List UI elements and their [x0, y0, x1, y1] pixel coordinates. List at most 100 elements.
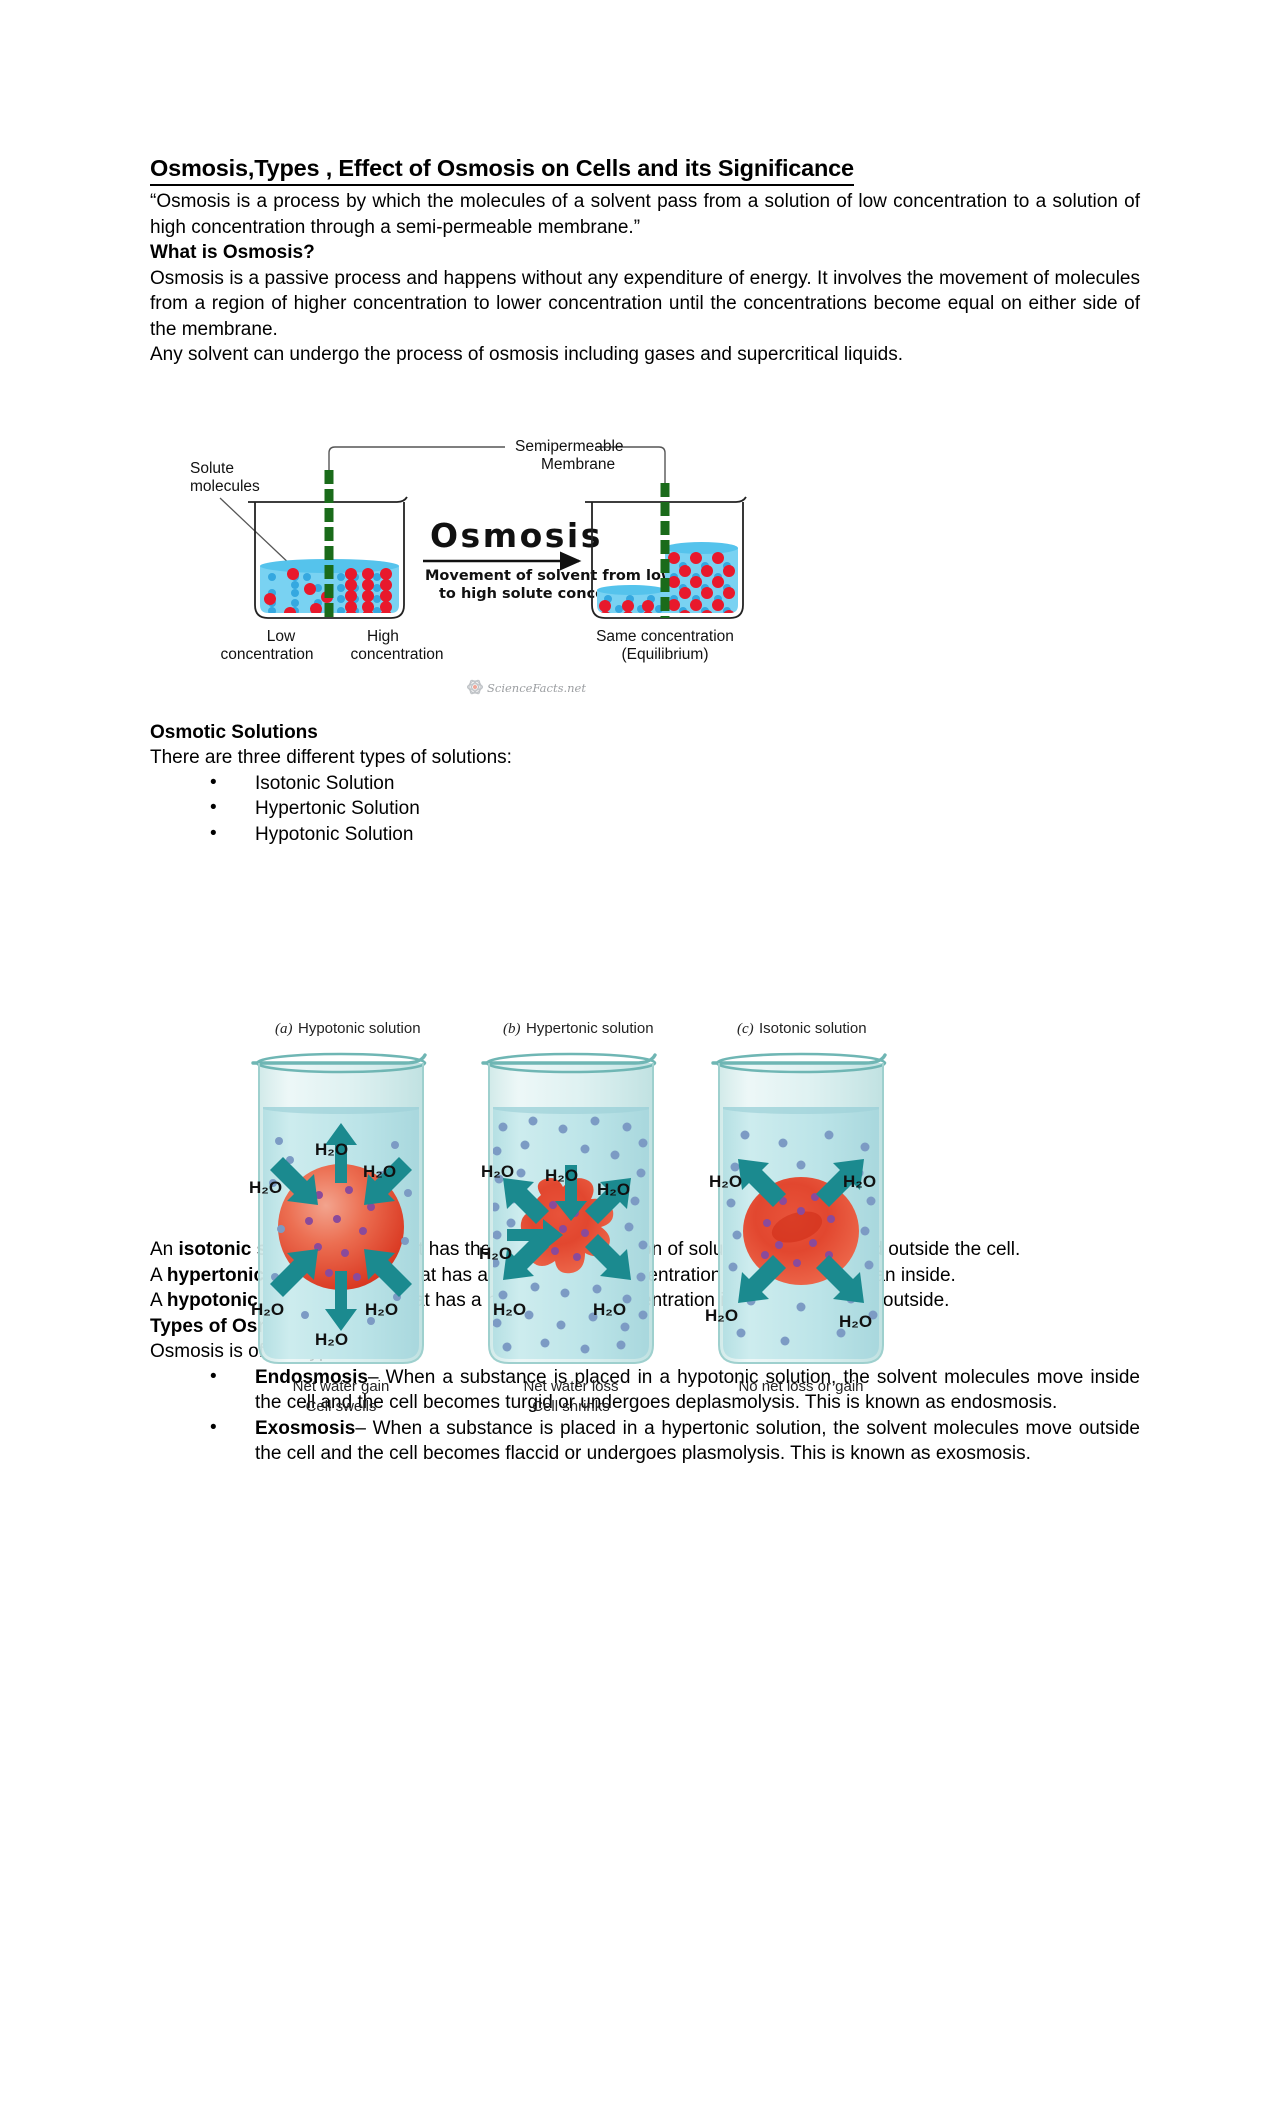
membrane-leader-line-right	[597, 446, 666, 485]
beaker-b-surface	[493, 1107, 649, 1114]
h2o-label: H₂O	[479, 1244, 512, 1263]
h2o-label: H₂O	[365, 1300, 398, 1319]
beaker-a-surface	[263, 1107, 419, 1114]
solution-types-list: Isotonic Solution Hypertonic Solution Hy…	[150, 770, 1140, 848]
cell-a-solutes	[305, 1186, 377, 1281]
list-item: Endosmosis– When a substance is placed i…	[210, 1364, 1140, 1416]
h2o-label: H₂O	[493, 1300, 526, 1319]
solute-leader-line	[219, 497, 294, 568]
h2o-label: H₂O	[363, 1162, 396, 1181]
cell-normal-center	[771, 1211, 823, 1243]
list-item: Isotonic Solution	[210, 770, 1140, 797]
beaker-c-surface	[723, 1107, 879, 1114]
low-concentration-label-line1: Low	[267, 628, 296, 645]
panel-title-hypertonic: Hypertonic solution	[526, 1020, 654, 1037]
beaker-a-water-arrows	[270, 1123, 412, 1331]
definition-hypotonic-prefix: A	[150, 1290, 167, 1312]
h2o-label: H₂O	[481, 1162, 514, 1181]
list-item: Hypertonic Solution	[210, 795, 1140, 822]
beaker-b-water-arrows	[503, 1165, 631, 1280]
osmosis-type-body: – When a substance is placed in a hypoto…	[255, 1366, 1140, 1414]
paragraph-passive-process: Osmosis is a passive process and happens…	[150, 267, 1140, 340]
h2o-label: H₂O	[705, 1306, 738, 1325]
tonicity-panel-isotonic: (c) Isotonic solution	[705, 1020, 887, 1395]
beaker-b-outline	[488, 1063, 654, 1364]
panel-title-isotonic: Isotonic solution	[759, 1020, 867, 1037]
cell-c-solutes	[761, 1193, 835, 1267]
beaker-c-water-arrows	[738, 1159, 864, 1303]
h2o-label: H₂O	[251, 1300, 284, 1319]
beaker-right	[585, 483, 747, 619]
membrane-leader-line-left	[328, 446, 505, 471]
beaker-b-rim-ellipse	[485, 1052, 657, 1074]
beaker-right-water-surface-right	[665, 542, 738, 554]
high-concentration-label-line2: concentration	[350, 646, 443, 663]
beaker-c-h2o-labels: H₂O H₂O H₂O H₂O	[705, 1172, 876, 1331]
beaker-left	[248, 470, 408, 619]
beaker-b-rim	[481, 1053, 657, 1065]
h2o-label: H₂O	[839, 1312, 872, 1331]
tonicity-panel-hypotonic: (a) Hypotonic solution	[249, 1020, 427, 1415]
definition-isotonic-prefix: An	[150, 1239, 179, 1261]
definition-hypertonic-prefix: A	[150, 1264, 167, 1286]
beaker-right-particles	[599, 552, 735, 613]
paragraph-any-solvent: Any solvent can undergo the process of o…	[150, 344, 904, 366]
list-item: Exosmosis– When a substance is placed in…	[210, 1415, 1140, 1467]
cell-b-solutes	[549, 1201, 589, 1261]
beaker-right-rim	[585, 496, 747, 503]
heading-what-is-osmosis: What is Osmosis?	[150, 242, 315, 264]
beaker-c-outline	[718, 1063, 884, 1364]
h2o-label: H₂O	[597, 1180, 630, 1199]
document-body: Osmosis,Types , Effect of Osmosis on Cel…	[150, 155, 1140, 1467]
h2o-label: H₂O	[315, 1140, 348, 1159]
solute-molecules-label-line2: molecules	[190, 478, 260, 495]
beaker-b-h2o-labels: H₂O H₂O H₂O H₂O H₂O H₂O	[479, 1162, 630, 1319]
h2o-label: H₂O	[249, 1178, 282, 1197]
h2o-label: H₂O	[709, 1172, 742, 1191]
osmosis-subtitle-line1: Movement of solvent from low	[425, 568, 674, 584]
panel-tag-b: (b)	[503, 1021, 521, 1037]
same-concentration-label-line1: Same concentration	[596, 628, 734, 645]
osmosis-type-term: Endosmosis	[255, 1366, 368, 1388]
beaker-a-rim-ellipse	[255, 1052, 427, 1074]
beaker-left-particles	[264, 568, 392, 613]
beaker-a-outline	[258, 1063, 424, 1364]
osmosis-type-body: – When a substance is placed in a hypert…	[255, 1417, 1140, 1465]
beaker-c-rim	[711, 1053, 887, 1065]
beaker-a-rim	[251, 1053, 427, 1065]
beaker-c-rim-ellipse	[715, 1052, 887, 1074]
equilibrium-label-line2: (Equilibrium)	[622, 646, 709, 663]
figure-tonicity-diagram: (a) Hypotonic solution	[245, 1015, 965, 1425]
high-concentration-label-line1: High	[367, 628, 399, 645]
osmosis-types-list: Endosmosis– When a substance is placed i…	[150, 1364, 1140, 1467]
figure-osmosis-diagram: Semipermeable Membrane Solute molecules	[185, 425, 825, 815]
tonicity-panel-hypertonic: (b) Hypertonic solution	[479, 1020, 657, 1415]
h2o-label: H₂O	[315, 1330, 348, 1349]
osmosis-type-term: Exosmosis	[255, 1417, 356, 1439]
semipermeable-membrane-label-line1: Semipermeable	[515, 438, 624, 455]
list-item: Hypotonic Solution	[210, 821, 1140, 848]
osmosis-title: Osmosis	[430, 516, 603, 555]
h2o-label: H₂O	[843, 1172, 876, 1191]
panel-tag-a: (a)	[275, 1021, 293, 1037]
watermark-text: ScienceFacts.net	[487, 681, 586, 695]
osmosis-definition-quote: “Osmosis is a process by which the molec…	[150, 191, 1140, 238]
caption-c-line1: No net loss or gain	[738, 1378, 863, 1395]
beaker-right-water-surface-left	[597, 585, 665, 595]
solute-molecules-label-line1: Solute	[190, 460, 234, 477]
caption-b-line1: Net water loss	[523, 1378, 618, 1395]
page-title: Osmosis,Types , Effect of Osmosis on Cel…	[150, 155, 854, 187]
semipermeable-membrane-label-line2: Membrane	[541, 456, 615, 473]
low-concentration-label-line2: concentration	[220, 646, 313, 663]
caption-a-line2: Cell swells	[306, 1398, 377, 1415]
beaker-a-h2o-labels: H₂O H₂O H₂O H₂O H₂O H₂O	[249, 1140, 398, 1349]
h2o-label: H₂O	[593, 1300, 626, 1319]
paragraph-three-types: There are three different types of solut…	[150, 747, 512, 769]
sciencefacts-watermark: ScienceFacts.net	[466, 679, 586, 695]
h2o-label: H₂O	[545, 1166, 578, 1185]
beaker-left-outline	[254, 502, 405, 619]
caption-b-line2: Cell shrinks	[532, 1398, 610, 1415]
beaker-left-rim	[248, 496, 408, 503]
panel-title-hypotonic: Hypotonic solution	[298, 1020, 421, 1037]
